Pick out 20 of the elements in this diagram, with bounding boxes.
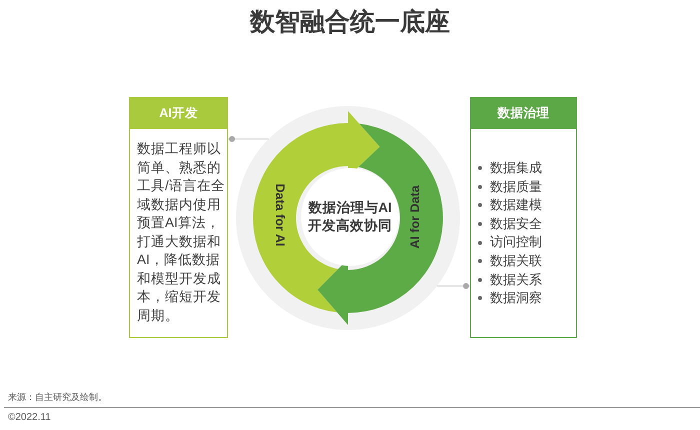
text-card <box>129 97 228 338</box>
title: 数智融合统一底座 <box>250 7 450 38</box>
copyright-text: ©2022.11 <box>8 411 51 424</box>
text-card <box>470 97 577 338</box>
list-item: 数据建模 <box>490 196 542 214</box>
connector-line <box>436 283 470 289</box>
segment-label: Data for AI <box>273 184 287 246</box>
list-item: 数据集成 <box>490 159 542 177</box>
card-header: AI开发 <box>130 98 227 129</box>
list-item: 数据关联 <box>490 252 542 270</box>
list-item: 数据关系 <box>490 270 542 289</box>
segment-label: AI for Data <box>408 185 422 249</box>
description-text: 数据工程师以简单、熟悉的工具/语言在全域数据内使用预置AI算法，打通大数据和AI，降低数据和模型开发成本，缩短开发周期。 <box>137 140 225 324</box>
source-note: 来源：自主研究及绘制。 <box>8 391 107 403</box>
list-item: 访问控制 <box>490 233 542 252</box>
list-item: 数据质量 <box>490 178 542 196</box>
list-item: 数据洞察 <box>490 289 542 308</box>
connector-line <box>228 136 270 142</box>
list-item: 数据安全 <box>490 214 542 233</box>
card-header: 数据治理 <box>471 98 576 129</box>
